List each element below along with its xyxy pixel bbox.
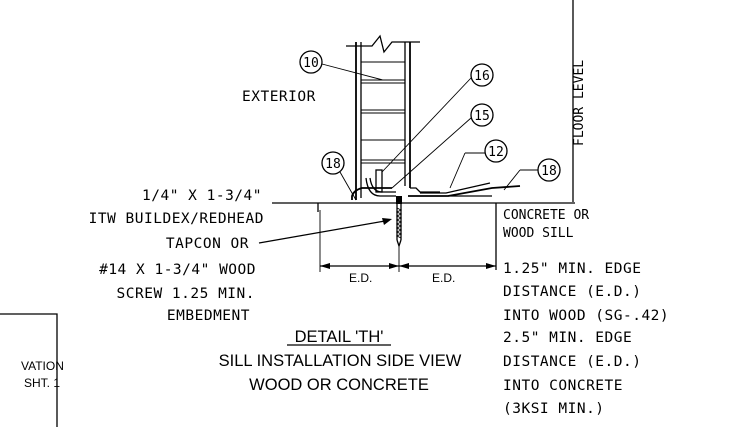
detail-line2: WOOD OR CONCRETE: [249, 376, 429, 394]
svg-text:1.25" MIN. EDGE: 1.25" MIN. EDGE: [503, 261, 641, 277]
fastener-leader: [258, 218, 392, 244]
fastener-note: 1/4" X 1-3/4" ITW BUILDEX/REDHEAD TAPCON…: [89, 188, 264, 324]
floor-level-label: FLOOR LEVEL: [572, 60, 587, 146]
edge-distance-notes: 1.25" MIN. EDGE DISTANCE (E.D.) INTO WOO…: [503, 261, 669, 417]
detail-title: DETAIL 'TH': [295, 328, 384, 346]
ref-box-line1: VATION: [21, 359, 64, 373]
svg-text:1/4" X 1-3/4": 1/4" X 1-3/4": [142, 188, 262, 204]
svg-text:#14 X 1-3/4" WOOD: #14 X 1-3/4" WOOD: [99, 262, 256, 278]
svg-text:DISTANCE (E.D.): DISTANCE (E.D.): [503, 354, 641, 370]
elevation-reference-box: VATION SHT. 1: [0, 313, 64, 427]
svg-text:EMBEDMENT: EMBEDMENT: [167, 308, 250, 324]
callout-18-left: 18: [321, 151, 357, 201]
svg-text:(3KSI MIN.): (3KSI MIN.): [503, 401, 605, 417]
exterior-label: EXTERIOR: [242, 89, 316, 105]
svg-text:18: 18: [541, 164, 557, 179]
svg-text:INTO WOOD (SG-.42): INTO WOOD (SG-.42): [503, 308, 669, 324]
svg-text:DISTANCE (E.D.): DISTANCE (E.D.): [503, 284, 641, 300]
sill-assembly: [351, 169, 521, 200]
edge-distance-dimensions: E.D. E.D.: [319, 210, 496, 285]
detail-title-block: DETAIL 'TH' SILL INSTALLATION SIDE VIEW …: [219, 328, 462, 394]
callout-16: 16: [381, 63, 494, 173]
callout-12: 12: [449, 139, 508, 189]
svg-text:CONCRETE OR: CONCRETE OR: [503, 208, 589, 223]
frame-profile: [346, 34, 420, 200]
svg-text:ITW BUILDEX/REDHEAD: ITW BUILDEX/REDHEAD: [89, 211, 264, 227]
ed-left-label: E.D.: [349, 271, 372, 285]
svg-text:18: 18: [325, 157, 341, 172]
ed-right-label: E.D.: [432, 271, 455, 285]
svg-text:2.5" MIN. EDGE: 2.5" MIN. EDGE: [503, 330, 632, 346]
substrate-note: CONCRETE OR WOOD SILL: [503, 208, 589, 241]
svg-text:WOOD SILL: WOOD SILL: [503, 226, 574, 241]
svg-text:15: 15: [474, 109, 490, 124]
detail-line1: SILL INSTALLATION SIDE VIEW: [219, 352, 462, 370]
svg-text:INTO CONCRETE: INTO CONCRETE: [503, 378, 623, 394]
callout-10: 10: [299, 50, 384, 81]
svg-text:SCREW 1.25 MIN.: SCREW 1.25 MIN.: [117, 286, 255, 302]
svg-text:TAPCON OR: TAPCON OR: [166, 236, 249, 252]
ref-box-line2: SHT. 1: [24, 376, 60, 390]
substrate-outline: [272, 202, 575, 270]
svg-text:10: 10: [303, 56, 319, 71]
callout-15: 15: [391, 103, 494, 189]
fastener-screw: [395, 196, 403, 249]
callout-18-right: 18: [503, 158, 561, 191]
svg-text:12: 12: [488, 145, 504, 160]
svg-text:16: 16: [474, 69, 490, 84]
